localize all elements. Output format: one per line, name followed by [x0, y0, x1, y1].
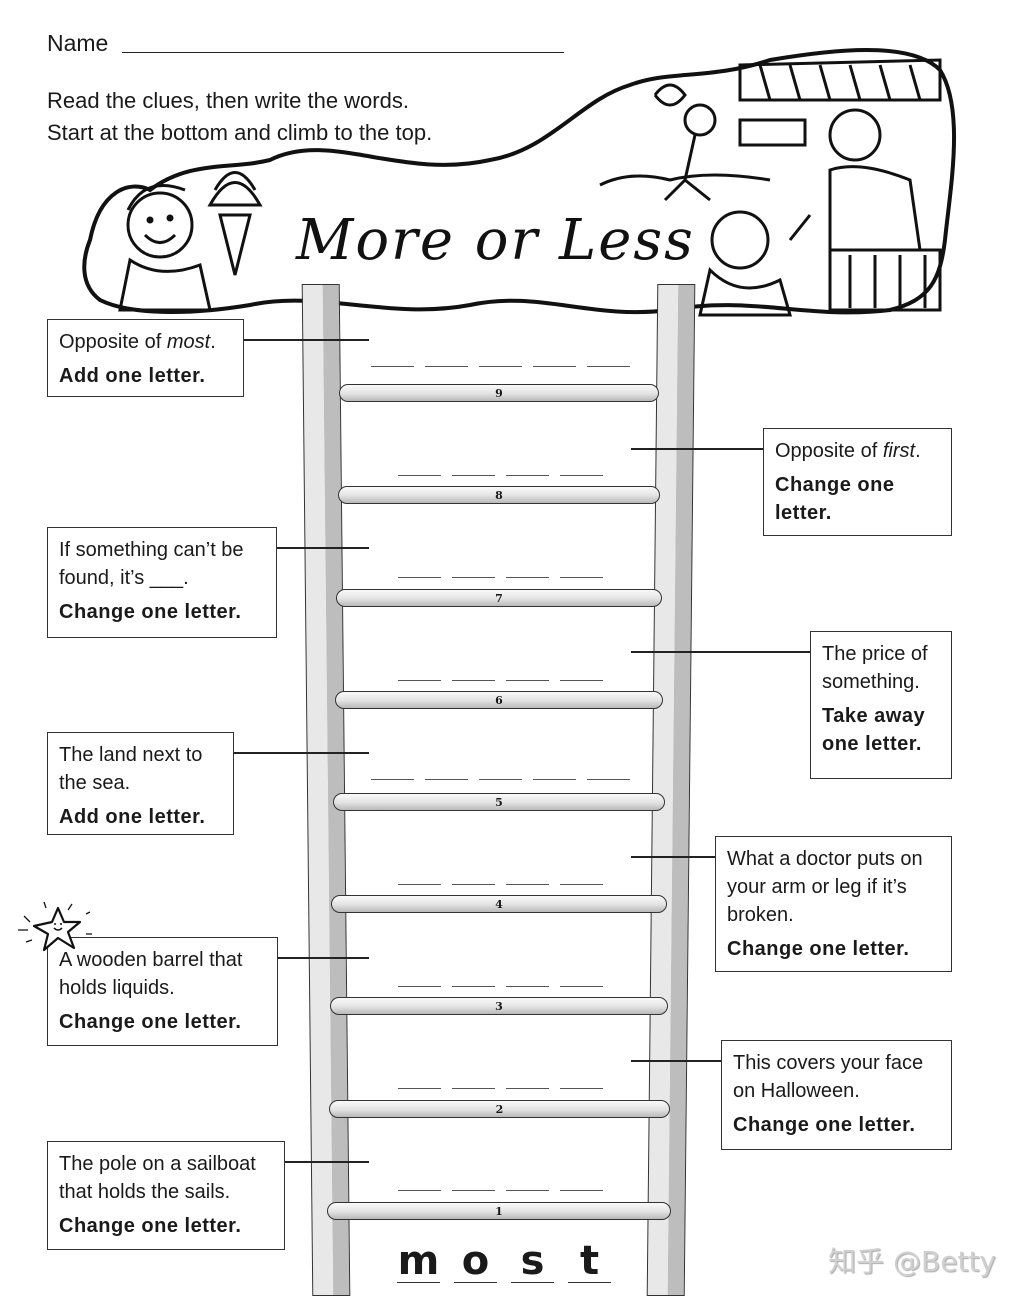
connector-line — [284, 1161, 369, 1163]
rung-number: 4 — [495, 897, 503, 911]
ladder-rung-7: 7 — [336, 589, 662, 607]
name-label: Name — [47, 30, 109, 56]
watermark: 知乎 @Betty — [828, 1245, 996, 1278]
rung-number: 2 — [495, 1102, 504, 1116]
connector-line — [233, 752, 369, 754]
answer-blanks-4[interactable] — [340, 883, 660, 885]
answer-blanks-2[interactable] — [340, 1087, 660, 1089]
connector-line — [631, 651, 811, 653]
ladder-rung-6: 6 — [335, 691, 663, 709]
clue-hint: If something can’t be found, it’s ___. — [59, 539, 244, 589]
ice-cream-stand-icon — [738, 58, 942, 312]
clue-hint: The pole on a sailboat that holds the sa… — [59, 1153, 256, 1203]
answer-blanks-9[interactable] — [340, 365, 660, 367]
clue-hint: The land next to the sea. — [59, 744, 203, 794]
clue-rule: Change one letter. — [775, 474, 895, 524]
instruction-line-1: Read the clues, then write the words. — [47, 88, 409, 113]
ice-cream-banner-illustration — [82, 48, 957, 317]
clue-rule: Change one letter. — [59, 1011, 242, 1033]
ladder-rung-4: 4 — [331, 895, 667, 913]
connector-line — [243, 339, 369, 341]
clue-rule: Add one letter. — [59, 365, 206, 387]
connector-line — [276, 547, 369, 549]
rung-number: 9 — [495, 386, 503, 400]
clue-hint: A wooden barrel that holds liquids. — [59, 949, 243, 999]
start-letter: t — [568, 1240, 611, 1283]
clue-box-4: What a doctor puts on your arm or leg if… — [715, 836, 952, 972]
connector-line — [277, 957, 369, 959]
ladder-rung-1: 1 — [327, 1202, 671, 1220]
ladder-rung-2: 2 — [329, 1100, 670, 1118]
rung-number: 7 — [495, 591, 503, 605]
start-letter: o — [454, 1240, 497, 1283]
ladder-rung-5: 5 — [333, 793, 665, 811]
clue-box-9: Opposite of most. Add one letter. — [47, 319, 244, 397]
clue-box-1: The pole on a sailboat that holds the sa… — [47, 1141, 285, 1250]
clue-rule: Take away one letter. — [822, 705, 926, 755]
rung-number: 1 — [495, 1204, 503, 1218]
clue-box-7: If something can’t be found, it’s ___. C… — [47, 527, 277, 638]
clue-box-2: This covers your face on Halloween. Chan… — [721, 1040, 952, 1150]
clue-rule: Change one letter. — [733, 1114, 916, 1136]
name-field: Name — [47, 30, 108, 57]
boy-with-cone-icon — [118, 171, 263, 312]
clue-box-3: A wooden barrel that holds liquids. Chan… — [47, 937, 278, 1046]
children-icon — [599, 83, 812, 317]
clue-box-6: The price of something. Take away one le… — [810, 631, 952, 779]
rung-number: 3 — [495, 999, 503, 1013]
ladder-right-rail — [646, 284, 696, 1296]
connector-line — [631, 1060, 722, 1062]
ladder-rung-9: 9 — [339, 384, 659, 402]
rung-number: 8 — [495, 488, 503, 502]
answer-blanks-8[interactable] — [340, 474, 660, 476]
name-input-line[interactable] — [122, 52, 564, 53]
ladder-left-rail — [301, 284, 351, 1296]
start-word: m o s t — [397, 1240, 611, 1283]
clue-hint: This covers your face on Halloween. — [733, 1052, 924, 1102]
answer-blanks-3[interactable] — [340, 985, 660, 987]
answer-blanks-1[interactable] — [340, 1189, 660, 1191]
clue-rule: Change one letter. — [59, 601, 242, 623]
answer-blanks-7[interactable] — [340, 576, 660, 578]
star-icon — [18, 901, 92, 952]
clue-hint: What a doctor puts on your arm or leg if… — [727, 848, 923, 926]
worksheet-title: More or Less — [296, 208, 695, 273]
connector-line — [631, 856, 716, 858]
clue-hint: Opposite of first. — [775, 440, 921, 462]
clue-box-8: Opposite of first. Change one letter. — [763, 428, 952, 536]
rung-number: 6 — [495, 693, 503, 707]
clue-box-5: The land next to the sea. Add one letter… — [47, 732, 234, 835]
ladder-rung-3: 3 — [330, 997, 668, 1015]
instructions: Read the clues, then write the words. St… — [47, 85, 432, 149]
clue-rule: Change one letter. — [59, 1215, 242, 1237]
start-letter: m — [397, 1238, 440, 1284]
clue-rule: Change one letter. — [727, 938, 910, 960]
instruction-line-2: Start at the bottom and climb to the top… — [47, 120, 433, 145]
answer-blanks-6[interactable] — [340, 679, 660, 681]
ladder-rung-8: 8 — [338, 486, 660, 504]
connector-line — [631, 448, 764, 450]
clue-rule: Add one letter. — [59, 806, 206, 828]
rung-number: 5 — [495, 795, 503, 809]
start-letter: s — [511, 1240, 554, 1283]
clue-hint: Opposite of most. — [59, 331, 216, 353]
clue-hint: The price of something. — [822, 643, 928, 693]
answer-blanks-5[interactable] — [340, 778, 660, 780]
